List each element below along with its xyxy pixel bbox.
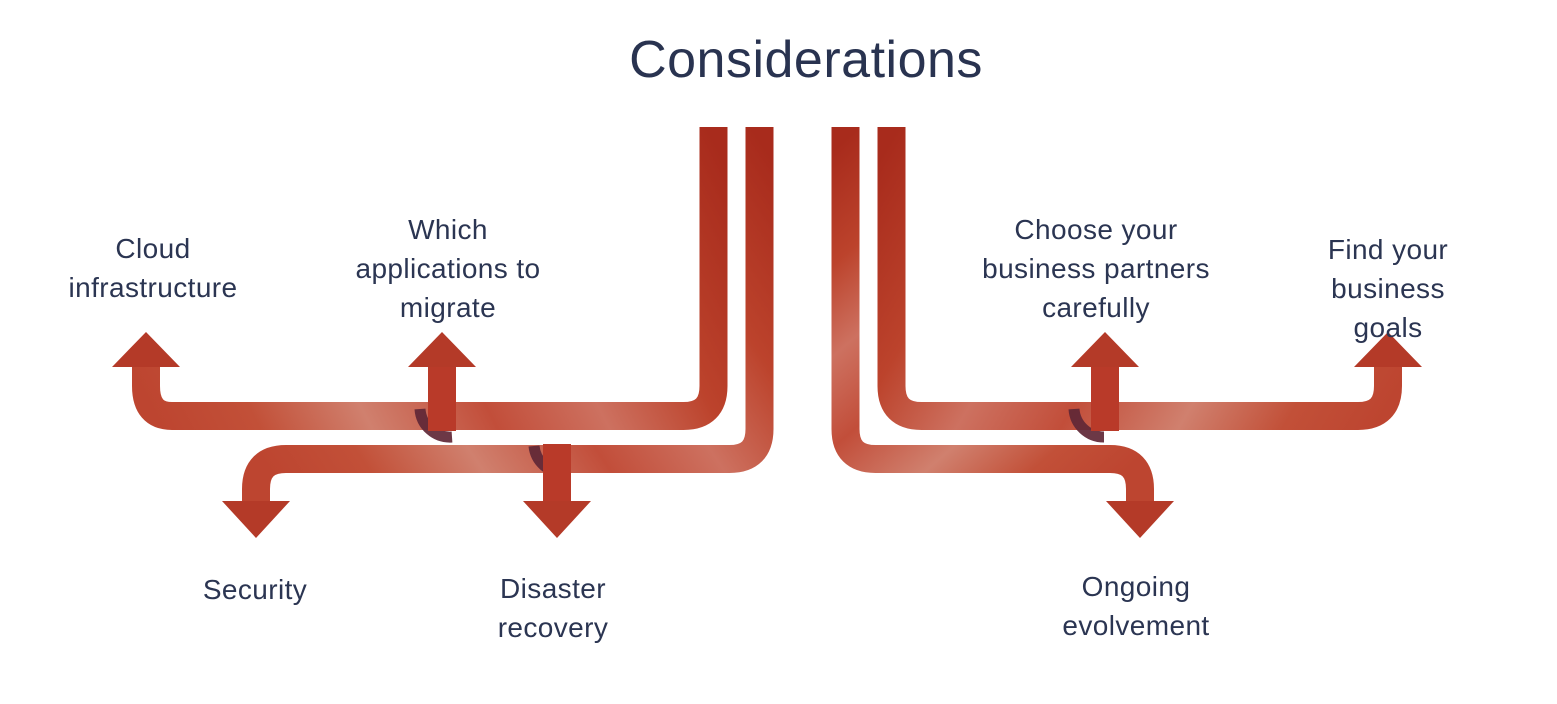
stem-choose-partners xyxy=(1091,366,1119,431)
arrow-head-cloud-infrastructure xyxy=(112,332,180,367)
label-ongoing-evolvement: Ongoing evolvement xyxy=(1062,571,1210,641)
label-choose-partners: Choose your business partners carefully xyxy=(982,214,1210,323)
label-security: Security xyxy=(202,574,308,605)
arrow-head-choose-partners xyxy=(1071,332,1139,367)
label-which-applications: Which applications to migrate xyxy=(355,214,541,323)
arrow-head-security xyxy=(222,501,290,538)
label-cloud-infrastructure: Cloud infrastructure xyxy=(68,233,238,303)
arrow-head-disaster-recovery xyxy=(523,501,591,538)
label-disaster-recovery: Disaster recovery xyxy=(497,573,609,643)
arrow-head-which-applications xyxy=(408,332,476,367)
ribbon-ongoing-evolvement xyxy=(831,127,1154,502)
ribbon-cloud-infrastructure xyxy=(132,127,728,430)
arrow-head-ongoing-evolvement xyxy=(1106,501,1174,538)
page-title: Considerations xyxy=(629,31,983,89)
stem-which-applications xyxy=(428,366,456,431)
junction-shadow-choose-partners xyxy=(1068,408,1105,443)
stem-disaster-recovery xyxy=(543,444,571,502)
ribbon-find-business-goals xyxy=(877,127,1402,430)
arrow-head-find-business-goals xyxy=(1354,332,1422,367)
ribbon-security xyxy=(242,127,774,502)
label-find-business-goals: Find your business goals xyxy=(1327,234,1449,343)
